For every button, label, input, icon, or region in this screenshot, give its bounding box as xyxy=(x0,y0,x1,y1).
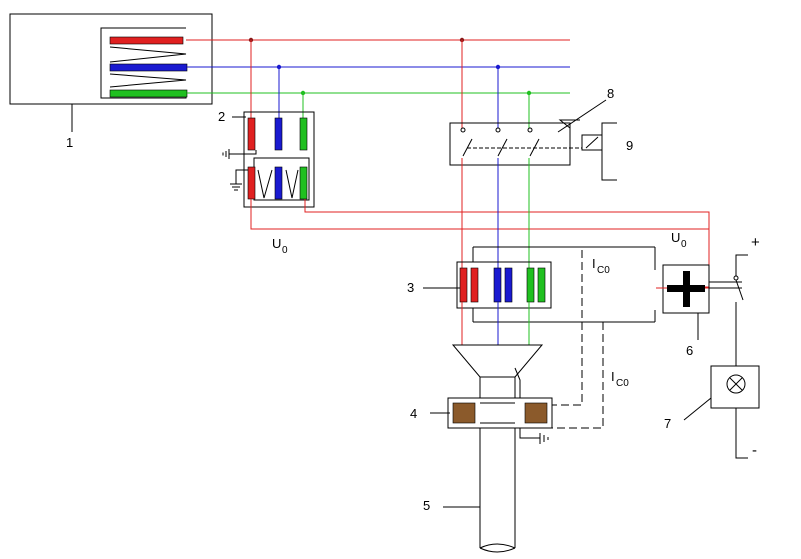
label-7: 7 xyxy=(664,416,671,431)
plus-terminal-label: + xyxy=(751,234,760,251)
dc-supply xyxy=(733,254,748,366)
ic0-bottom-label: I xyxy=(611,369,615,384)
leader-lines xyxy=(71,99,712,508)
label-3: 3 xyxy=(407,280,414,295)
bus-lines xyxy=(186,37,570,96)
current-transformer-3 xyxy=(456,246,656,345)
ic0-top-label: I xyxy=(592,256,596,271)
winding-green xyxy=(109,89,188,98)
supply-unit-1 xyxy=(9,13,213,105)
u0-left-label: U xyxy=(272,236,281,251)
switch-8 xyxy=(449,40,582,270)
relay-6 xyxy=(656,264,742,340)
label-5: 5 xyxy=(423,498,430,513)
label-9: 9 xyxy=(626,138,633,153)
voltage-transformer-2 xyxy=(222,40,710,289)
winding-blue xyxy=(109,63,188,72)
label-1: 1 xyxy=(66,135,73,150)
winding-red xyxy=(109,36,184,45)
label-2: 2 xyxy=(218,109,225,124)
u0-right-label: U xyxy=(671,230,680,245)
label-8: 8 xyxy=(607,86,614,101)
cable-assembly xyxy=(447,344,553,553)
label-4: 4 xyxy=(410,406,417,421)
u0-left-subscript: 0 xyxy=(282,245,288,256)
minus-terminal-label: - xyxy=(752,442,757,459)
label-6: 6 xyxy=(686,343,693,358)
zero-sequence-dashed-lines xyxy=(552,250,604,429)
lamp-7 xyxy=(710,365,760,459)
ic0-bottom-subscript: C0 xyxy=(616,378,629,389)
relay-coil-9 xyxy=(581,122,617,181)
ic0-top-subscript: C0 xyxy=(597,265,610,276)
u0-right-subscript: 0 xyxy=(681,239,687,250)
